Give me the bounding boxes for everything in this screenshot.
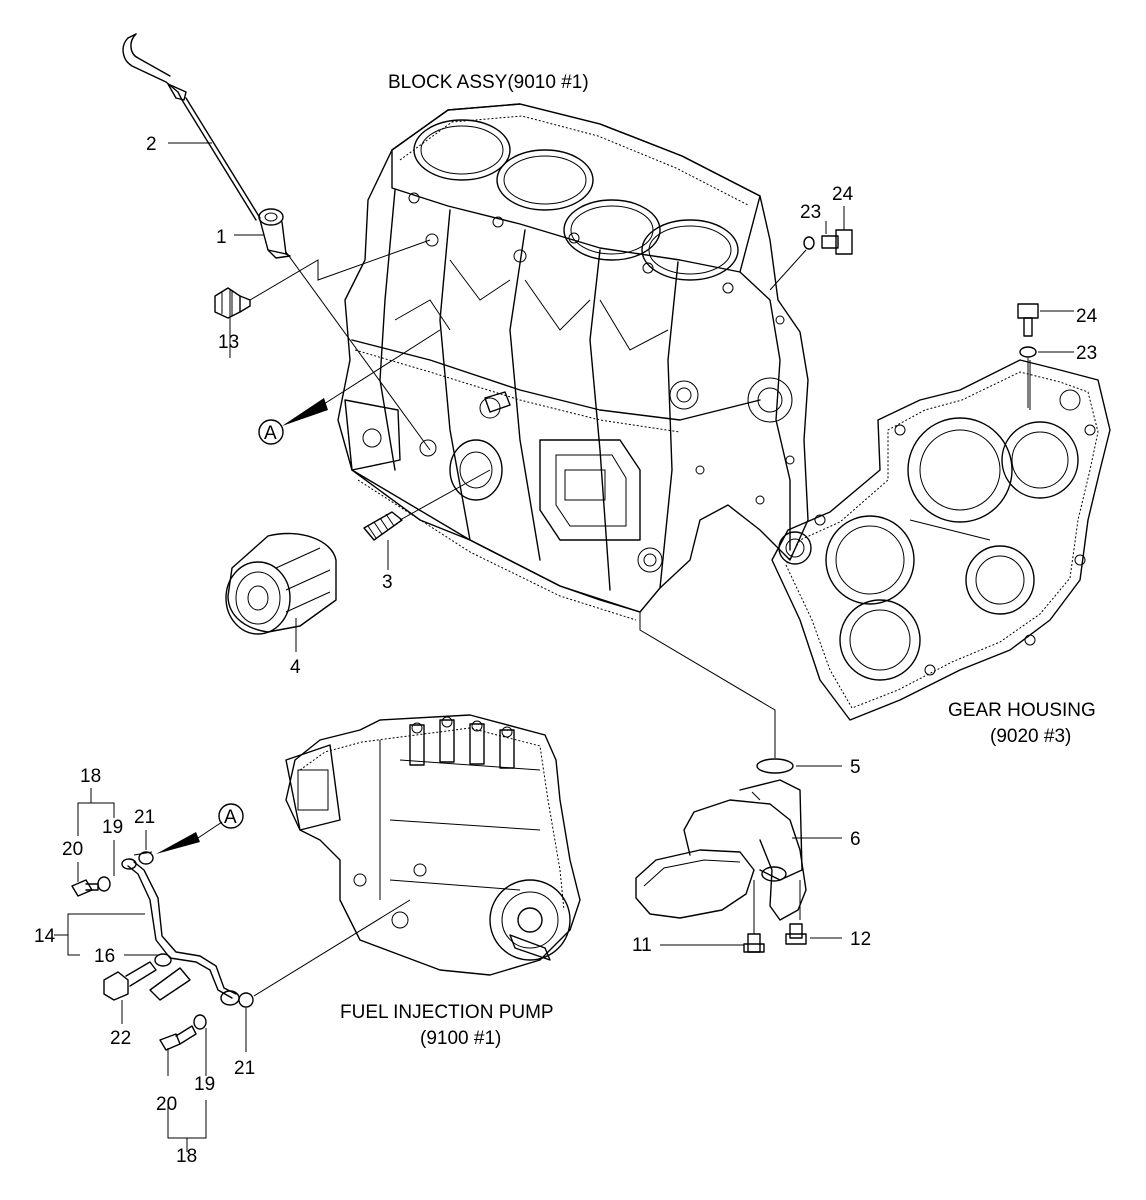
fuel-injection-pump-ref: (9100 #1)	[420, 1028, 501, 1049]
callout-13: 13	[218, 332, 239, 353]
reference-a-lower-label: A	[224, 807, 237, 828]
callout-1: 1	[216, 227, 227, 248]
block-assy-title: BLOCK ASSY(9010 #1)	[388, 72, 589, 93]
fuel-injection-pump	[285, 714, 581, 976]
callout-20-lower: 20	[156, 1094, 177, 1115]
callout-24-gear: 24	[1076, 306, 1098, 327]
callout-24-block: 24	[832, 184, 854, 205]
gear-housing-ref: (9020 #3)	[990, 726, 1071, 747]
filter-stud	[363, 511, 403, 541]
reference-a-lower: A	[156, 803, 244, 854]
callout-19-lower: 19	[194, 1074, 215, 1095]
callout-21-lower: 21	[234, 1058, 255, 1079]
washer-19-upper	[97, 876, 111, 892]
gauge-guide	[258, 208, 291, 259]
washer-19-lower	[193, 1014, 207, 1030]
fuel-injection-pump-title: FUEL INJECTION PUMP	[340, 1002, 554, 1023]
callout-18-lower: 18	[176, 1146, 197, 1167]
engine-block	[337, 103, 809, 621]
strainer-bolt-12	[785, 923, 807, 945]
oil-level-gauge	[122, 33, 261, 221]
callout-6: 6	[850, 829, 861, 850]
washer-21-upper	[138, 851, 154, 865]
callout-4: 4	[290, 657, 301, 678]
callout-12: 12	[850, 929, 871, 950]
oil-filter-cartridge	[225, 532, 337, 635]
callout-3: 3	[382, 572, 393, 593]
callout-23-gear: 23	[1076, 343, 1097, 364]
callout-23-block: 23	[800, 202, 821, 223]
leader-lines	[54, 142, 1074, 1152]
bolt-22	[103, 961, 157, 1001]
callout-5: 5	[850, 757, 861, 778]
callout-18-upper: 18	[80, 766, 101, 787]
callout-19-upper: 19	[102, 817, 123, 838]
strainer-bolt-11	[743, 910, 765, 953]
block-bolt-washer	[803, 229, 853, 255]
gear-housing-bolt-washer	[1017, 303, 1039, 358]
bolt-20-upper	[71, 879, 99, 897]
gear-housing	[771, 359, 1111, 721]
o-ring	[756, 758, 794, 774]
callout-20-upper: 20	[62, 839, 83, 860]
gear-housing-title: GEAR HOUSING	[948, 700, 1096, 721]
oil-pressure-switch	[214, 287, 251, 319]
callout-11: 11	[632, 935, 652, 956]
washer-21-lower	[238, 992, 254, 1008]
callout-2: 2	[146, 134, 157, 155]
reference-a-upper: A	[258, 329, 441, 445]
callout-16: 16	[94, 946, 115, 967]
callout-22: 22	[110, 1028, 131, 1049]
oil-strainer	[635, 779, 807, 921]
callout-21-upper: 21	[134, 807, 155, 828]
callout-14: 14	[34, 926, 56, 947]
oil-pipe	[121, 858, 240, 1006]
bolt-20-lower	[159, 1025, 197, 1051]
reference-a-upper-label: A	[264, 423, 277, 444]
